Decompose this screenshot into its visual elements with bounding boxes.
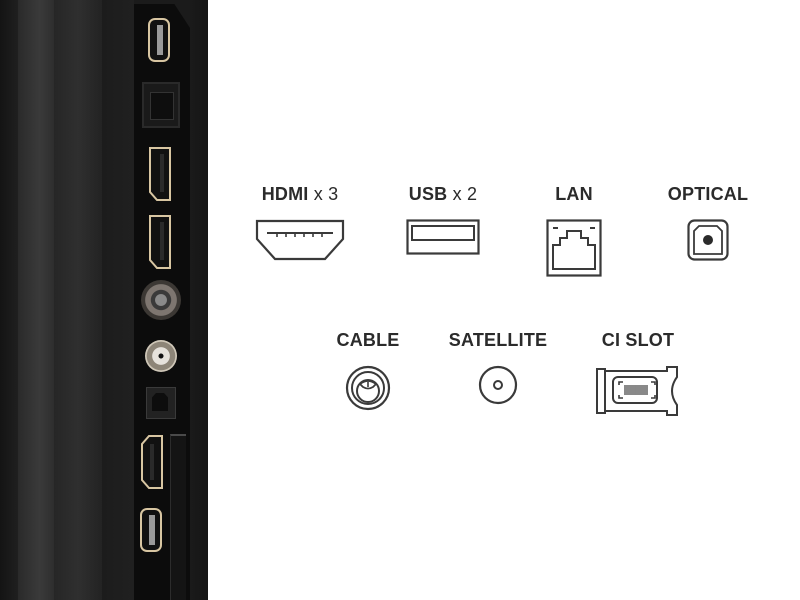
hdmi-port-icon [149,215,171,269]
tv-bezel-strip [54,0,102,600]
connection-optical: OPTICAL [658,184,758,261]
tv-bezel-strip [18,0,54,600]
lan-icon [546,219,602,277]
lan-label: LAN [555,184,593,204]
hdmi-port-icon [149,147,171,201]
cable-label: CABLE [336,330,400,350]
usb-icon [406,219,480,255]
connection-cable: CABLE [318,330,418,411]
satellite-label: SATELLITE [448,330,548,350]
satellite-port-icon [145,340,177,372]
tv-edge [190,0,208,600]
tv-bezel-strip [102,0,134,600]
cable-icon [345,365,391,411]
connection-ci-slot: CI SLOT [588,330,688,417]
optical-icon [687,219,729,261]
usb-port-icon [140,508,162,552]
usb-port-icon [148,18,170,62]
connection-lan: LAN [524,184,624,277]
tv-port-panel-photo [0,0,208,600]
satellite-icon [478,365,518,405]
hdmi-icon [255,219,345,261]
connection-hdmi: HDMI x 3 [250,184,350,261]
connection-satellite: SATELLITE [448,330,548,405]
optical-port-icon [146,387,176,419]
optical-label: OPTICAL [667,184,749,204]
usb-label: USB x 2 [408,184,478,204]
ci-slot-icon [595,365,681,417]
hdmi-label: HDMI x 3 [261,184,339,204]
coax-cable-port-icon [141,280,181,320]
ci-side-slot [170,434,186,600]
ci-slot-label: CI SLOT [601,330,675,350]
tv-bezel-strip [0,0,18,600]
connection-usb: USB x 2 [393,184,493,255]
hdmi-port-icon [141,435,163,489]
ethernet-port-icon [142,82,180,128]
